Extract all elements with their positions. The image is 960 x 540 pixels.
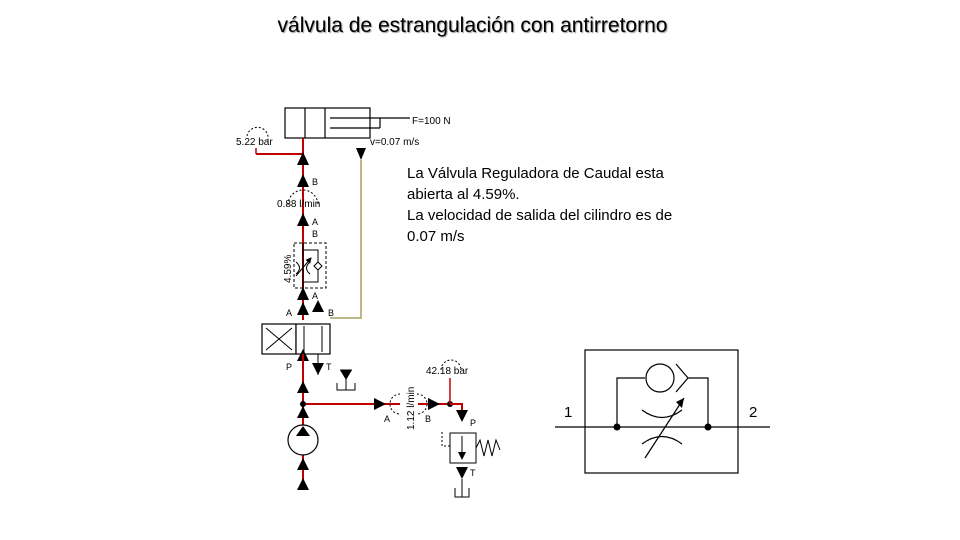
flow-arrow-icon	[456, 410, 468, 422]
flow-arrow-icon	[297, 174, 309, 187]
cylinder-pressure-label: 5.22 bar	[236, 137, 273, 148]
velocity-label: v=0.07 m/s	[370, 137, 419, 148]
port-b-label: B	[312, 229, 318, 239]
throttle-check-valve	[293, 242, 327, 289]
port-t-label: T	[470, 468, 476, 478]
symbol-port-2-label: 2	[749, 404, 757, 421]
cylinder	[284, 107, 410, 139]
page-title: válvula de estrangulación con antirretor…	[277, 14, 668, 37]
flow-arrow-icon	[297, 287, 309, 300]
flow-arrow-icon	[297, 213, 309, 226]
directional-valve	[261, 323, 331, 355]
port-p-label: P	[470, 418, 476, 428]
flow-arrow-icon	[312, 300, 324, 312]
port-p-label: P	[286, 362, 292, 372]
flow-arrow-icon	[428, 398, 440, 410]
symbol-port-1-label: 1	[564, 404, 572, 421]
valve-opening-label: 4.59%	[283, 255, 294, 283]
throttle-check-valve-symbol	[555, 349, 770, 474]
pressure-relief-valve	[441, 430, 501, 464]
port-b-label: B	[312, 177, 318, 187]
flow-arrow-icon	[297, 302, 309, 315]
pressure-gauge-cylinder	[246, 126, 303, 155]
relief-pressure-label: 42.18 bar	[426, 366, 469, 377]
port-a-label: A	[312, 217, 318, 227]
flow-arrow-icon	[297, 478, 309, 490]
flow-arrow-icon	[297, 152, 309, 165]
description-line-velocity: La velocidad de salida del cilindro es d…	[407, 207, 673, 245]
return-line	[330, 160, 362, 319]
description-text: La Válvula Reguladora de Caudal esta abi…	[407, 163, 692, 247]
flow-arrow-icon	[297, 406, 309, 418]
force-label: F=100 N	[412, 116, 451, 127]
port-t-label: T	[326, 362, 332, 372]
flow-arrow-icon	[374, 398, 386, 410]
flow-arrow-icon	[456, 467, 468, 479]
port-a-label: A	[312, 291, 318, 301]
pump-icon	[287, 424, 319, 456]
port-a-label: A	[384, 414, 390, 424]
flowmeter-cylinder	[287, 189, 319, 206]
port-b-label: B	[425, 414, 431, 424]
port-b-label: B	[328, 308, 334, 318]
pump-flow-label: 1.12 l/min	[406, 387, 417, 430]
description-line-opening: La Válvula Reguladora de Caudal esta abi…	[407, 165, 664, 203]
flow-arrow-icon	[297, 458, 309, 470]
cylinder-flow-label: 0.88 l/min	[277, 199, 320, 210]
velocity-arrow-icon	[356, 148, 366, 160]
port-a-label: A	[286, 308, 292, 318]
flow-arrow-icon	[297, 381, 309, 393]
flow-arrow-icon	[340, 370, 352, 380]
